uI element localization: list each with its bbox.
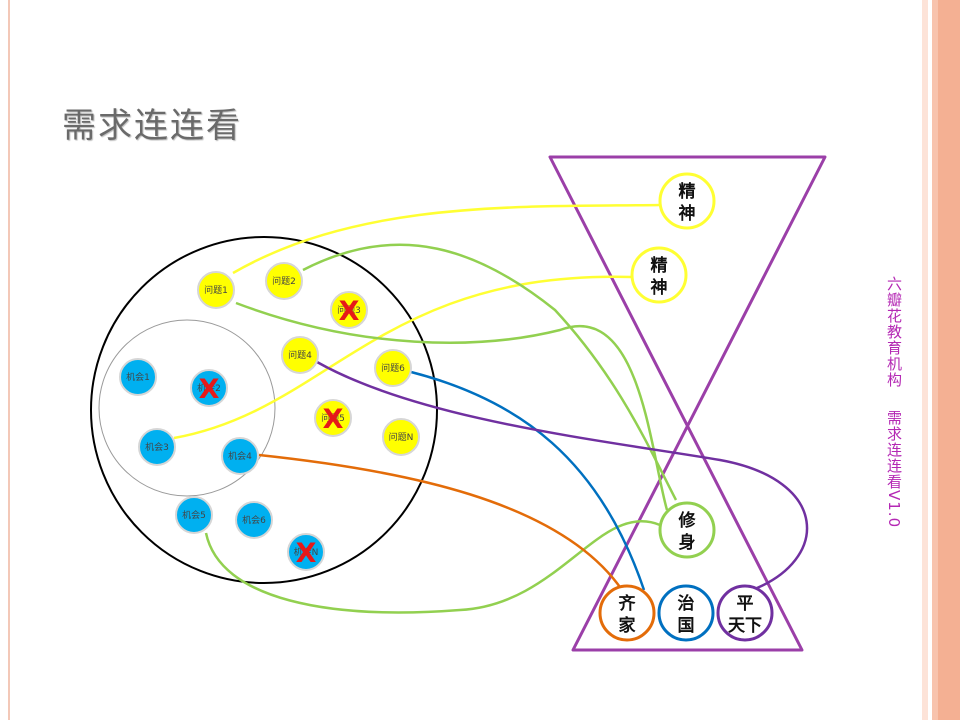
opportunity-node-circle [190, 369, 228, 407]
cross-mark: X [296, 538, 317, 569]
link-problem1-spirit1 [232, 203, 661, 275]
target-node-label-line1: 治 [678, 593, 695, 614]
opportunity-node-circle [221, 437, 259, 475]
opportunity-node-circle [235, 501, 273, 539]
opportunity-node-label: 机会4 [228, 450, 252, 462]
cross-mark: X [323, 404, 344, 435]
opportunity-node-label: 机会6 [242, 514, 266, 526]
problem-node-circle [330, 291, 368, 329]
target-node-label-line2: 神 [679, 203, 696, 224]
opportunity-node-o3: 机会3 [138, 428, 176, 466]
problem-node-label: 问题2 [272, 275, 296, 287]
target-node-circle [716, 584, 774, 642]
target-node-label-line1: 精 [651, 255, 668, 276]
problem-node-circle [314, 399, 352, 437]
opportunity-node-o5: 机会5 [175, 496, 213, 534]
slide-title: 需求连连看 [62, 106, 242, 146]
hourglass-shape [548, 155, 827, 652]
problem-node-label: 问题4 [288, 349, 312, 361]
opportunity-node-label: 机会5 [182, 509, 206, 521]
target-node-label-line2: 神 [651, 277, 668, 298]
target-node-label-line2: 国 [678, 616, 695, 636]
problem-node-label: 问题5 [321, 412, 345, 424]
problem-node-p2: 问题2 [265, 262, 303, 300]
opportunity-node-o4: 机会4 [221, 437, 259, 475]
problem-space-circle [90, 236, 438, 584]
target-node-label-line1: 平 [737, 594, 754, 614]
problem-node-label: 问题N [389, 431, 414, 443]
opportunity-node-circle [138, 428, 176, 466]
problem-node-circle [374, 349, 412, 387]
target-node-spirit2: 精神 [630, 246, 688, 304]
target-node-label-line1: 修 [678, 510, 697, 531]
problem-node-circle [281, 336, 319, 374]
problem-node-circle [382, 418, 420, 456]
target-node-circle [658, 501, 716, 559]
link-problem1-xiushen [235, 301, 669, 511]
opportunity-node-label: 机会3 [145, 441, 169, 453]
target-node-circle [658, 172, 716, 230]
problem-node-p6: 问题6 [374, 349, 412, 387]
problem-node-label: 问题1 [204, 284, 228, 296]
problem-node-circle [265, 262, 303, 300]
cross-mark: X [339, 296, 360, 327]
side-caption: 六瓣花教育机构需求连连看V1.0 [884, 276, 905, 528]
problem-node-circle [197, 271, 235, 309]
target-node-circle [598, 584, 656, 642]
opportunity-node-circle [175, 496, 213, 534]
side-caption-version: 需求连连看V1.0 [885, 410, 903, 529]
opportunity-node-label: 机会1 [126, 371, 150, 383]
opportunity-space-circle [98, 319, 276, 497]
side-caption-org: 六瓣花教育机构 [885, 276, 903, 388]
opportunity-node-label: 机会2 [197, 382, 221, 394]
target-node-qijia: 齐家 [598, 584, 656, 642]
link-opportunity3-spirit2 [173, 275, 633, 440]
target-node-circle [630, 246, 688, 304]
opportunity-node-label: 机会N [294, 546, 319, 558]
target-node-xiushen: 修身 [658, 501, 716, 559]
opportunity-node-circle [287, 533, 325, 571]
target-node-circle [657, 584, 715, 642]
problem-node-pn: 问题N [382, 418, 420, 456]
target-node-label-line2: 天下 [728, 616, 762, 636]
target-node-label-line2: 家 [619, 615, 636, 636]
opportunity-node-circle [119, 358, 157, 396]
target-node-label-line1: 齐 [619, 593, 637, 614]
link-problem6-zhiguo [410, 370, 646, 591]
link-problem4-pingtianxia [316, 360, 809, 592]
problem-node-label: 问题6 [381, 362, 405, 374]
problem-node-label: 问题3 [337, 304, 361, 316]
opportunity-node-o1: 机会1 [119, 358, 157, 396]
problem-node-p4: 问题4 [281, 336, 319, 374]
problem-node-p1: 问题1 [197, 271, 235, 309]
target-node-pingtianxia: 平天下 [716, 584, 774, 642]
cross-mark: X [199, 374, 220, 405]
slide-frame-left-border [8, 0, 10, 720]
slide-frame-right-band [922, 0, 960, 720]
opportunity-node-o6: 机会6 [235, 501, 273, 539]
target-node-spirit1: 精神 [658, 172, 716, 230]
link-opportunity5-xiushen [204, 519, 661, 614]
link-problem2-xiushen [302, 243, 678, 501]
target-node-zhiguo: 治国 [657, 584, 715, 642]
target-node-label-line1: 精 [679, 181, 696, 202]
target-node-label-line2: 身 [679, 532, 696, 553]
link-opportunity4-qijia [258, 453, 624, 591]
